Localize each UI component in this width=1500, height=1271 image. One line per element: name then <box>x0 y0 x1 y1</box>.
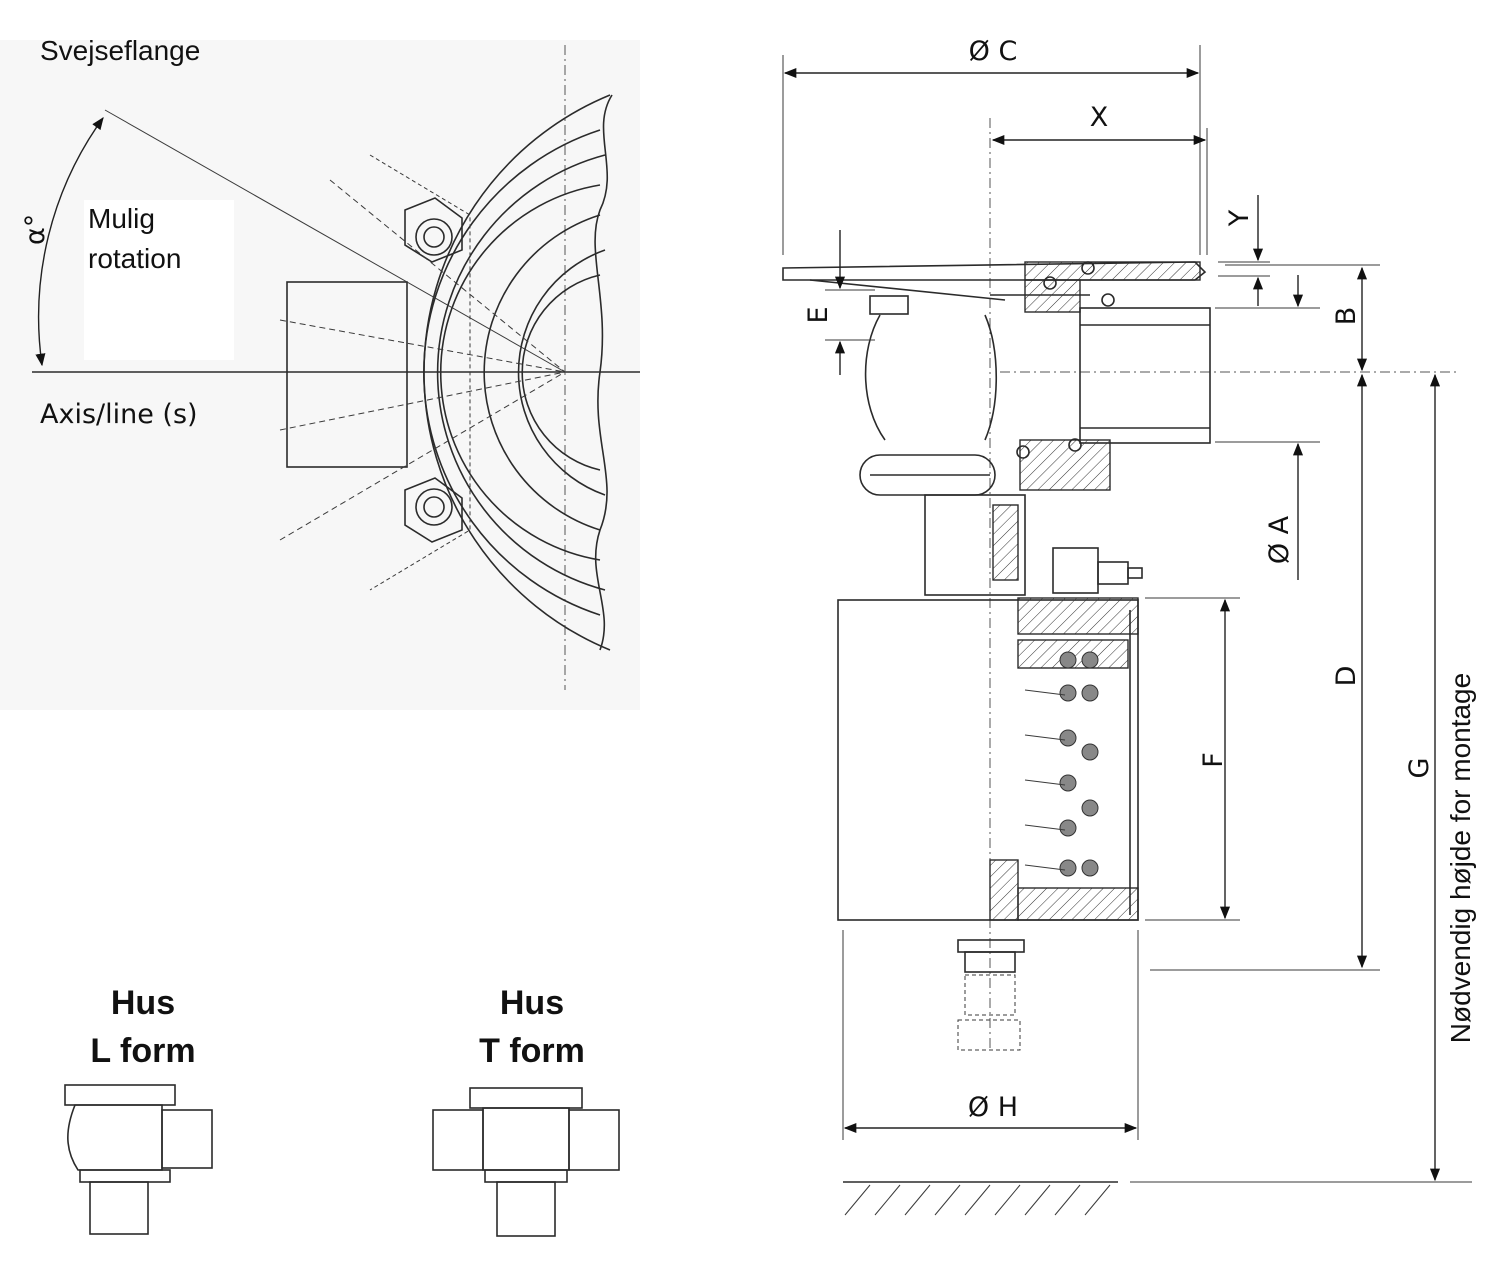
spring-coils <box>1024 651 1099 877</box>
rotation-angle-label: α° <box>20 214 51 245</box>
dim-b-label: B <box>1331 307 1362 326</box>
rotation-label-line2: rotation <box>88 243 181 274</box>
dim-c-label: Ø C <box>969 36 1018 67</box>
dim-y-label: Y <box>1224 209 1255 227</box>
axis-label: Axis/line (s) <box>40 399 198 430</box>
rotation-label-line1: Mulig <box>88 203 155 234</box>
dim-f-label: F <box>1198 752 1229 768</box>
housing-t-form-icon <box>432 1087 620 1237</box>
housing-l-form-icon <box>64 1084 213 1235</box>
housing-t-title-line2: T form <box>479 1032 585 1070</box>
weld-flange-label: Svejseflange <box>40 35 200 66</box>
bolt-top <box>404 197 463 263</box>
dim-e-label: E <box>803 306 834 323</box>
dim-x-label: X <box>1090 102 1109 133</box>
bolt-bottom <box>404 477 463 543</box>
dim-g-label: G <box>1404 758 1435 779</box>
mounting-height-label: Nødvendig højde for montage <box>1445 673 1476 1043</box>
housing-t-title-line1: Hus <box>500 984 564 1022</box>
dim-h-label: Ø H <box>968 1092 1018 1123</box>
housing-l-title-line1: Hus <box>111 984 175 1022</box>
dimension-lines <box>782 45 1441 1182</box>
housing-l-title-line2: L form <box>90 1032 195 1070</box>
weld-flange-view <box>0 40 640 710</box>
dim-a-label: Ø A <box>1264 515 1295 564</box>
sectional-view <box>782 118 1472 1216</box>
ground-hatch <box>844 1184 1111 1216</box>
dim-d-label: D <box>1331 666 1362 687</box>
